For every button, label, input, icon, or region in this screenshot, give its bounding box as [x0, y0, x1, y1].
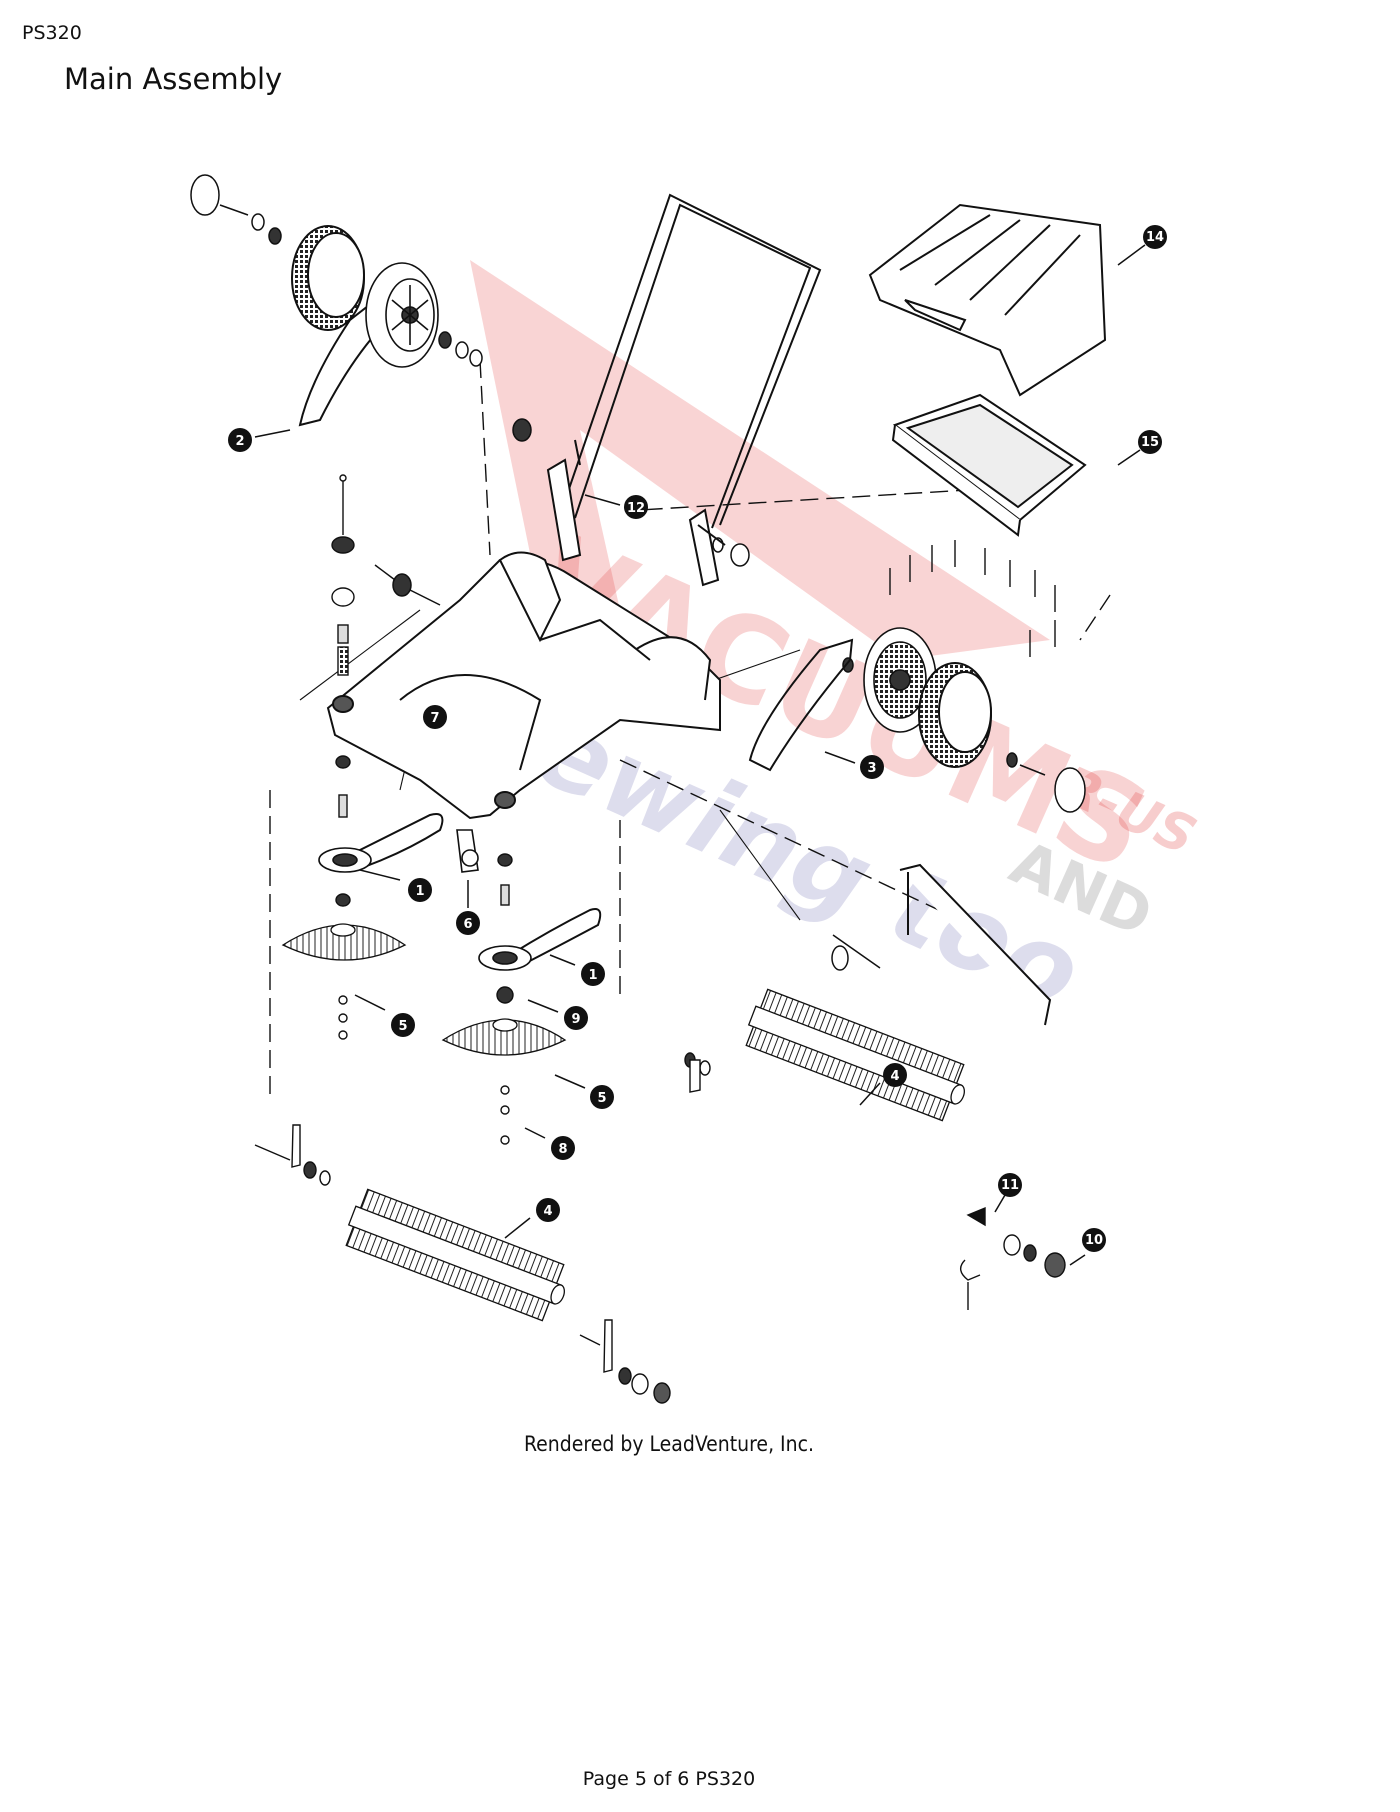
svg-text:5: 5: [398, 1019, 407, 1034]
watermark: [470, 260, 1050, 700]
svg-text:9: 9: [571, 1012, 580, 1027]
svg-text:12: 12: [627, 501, 645, 516]
nut: [831, 945, 849, 971]
nut: [512, 418, 532, 442]
side-brush-left: [281, 923, 407, 961]
washer: [455, 341, 469, 359]
caster-wheel: [456, 829, 479, 873]
callout-6: 6: [456, 880, 480, 935]
spindle-left: [331, 474, 355, 1040]
nut: [392, 573, 412, 597]
wheel-left-tire: [291, 225, 365, 331]
svg-text:3: 3: [867, 761, 876, 776]
callout-4a: 4: [859, 1063, 907, 1106]
page-footer: Page 5 of 6 PS320: [582, 1768, 756, 1790]
callout-1a: 1: [359, 869, 432, 902]
svg-text:5: 5: [597, 1091, 606, 1106]
svg-text:8: 8: [558, 1142, 567, 1157]
wheel-left-hub: [365, 262, 439, 368]
nut: [730, 543, 750, 567]
svg-text:4: 4: [543, 1204, 552, 1219]
callout-5a: 5: [354, 994, 415, 1037]
brush-pulleys: [318, 847, 532, 971]
main-brush-upper: [745, 988, 965, 1122]
callout-3: 3: [824, 751, 884, 779]
callout-14: 14: [1117, 225, 1167, 266]
callout-11: 11: [994, 1173, 1022, 1213]
nut: [842, 657, 854, 673]
callout-9: 9: [527, 999, 588, 1030]
callout-1b: 1: [549, 954, 605, 986]
callout-10: 10: [1069, 1228, 1106, 1266]
callout-12: 12: [584, 494, 648, 519]
washer: [251, 213, 265, 231]
nut: [268, 227, 282, 245]
callout-7: 7: [423, 705, 447, 729]
document-code: PS320: [22, 22, 82, 44]
wheel-right-tire: [918, 662, 992, 768]
svg-text:11: 11: [1001, 1178, 1019, 1193]
hopper-cover: [868, 203, 1107, 397]
svg-text:6: 6: [463, 917, 472, 932]
hopper-tray: [891, 393, 1087, 537]
watermark-red-chevron: [470, 260, 1050, 700]
handle-assembly: [546, 193, 822, 587]
hardware-parts: [190, 174, 1086, 971]
nut: [438, 331, 452, 349]
nut: [1006, 752, 1018, 768]
callout-5b: 5: [554, 1074, 614, 1109]
svg-text:4: 4: [890, 1069, 899, 1084]
svg-text:2: 2: [235, 434, 244, 449]
page-title: Main Assembly: [64, 62, 283, 96]
callout-15: 15: [1117, 430, 1162, 466]
hopper-screws: [889, 540, 1056, 657]
leader-lines: [269, 359, 1111, 1100]
brush-end-hardware: [254, 1052, 1066, 1404]
svg-text:14: 14: [1146, 230, 1164, 245]
svg-text:1: 1: [415, 884, 424, 899]
callout-2: 2: [228, 428, 291, 452]
end-cap: [1054, 767, 1086, 813]
svg-text:1: 1: [588, 968, 597, 983]
u-bracket: [899, 863, 1052, 1026]
side-brush-right: [441, 1018, 567, 1056]
svg-text:7: 7: [430, 711, 439, 726]
svg-text:10: 10: [1085, 1233, 1103, 1248]
washer: [469, 349, 483, 367]
svg-text:15: 15: [1141, 435, 1159, 450]
main-brush-lower: [345, 1188, 565, 1322]
callout-4b: 4: [504, 1198, 560, 1239]
callout-8: 8: [524, 1127, 575, 1160]
retaining-ring: [190, 174, 220, 216]
render-credit: Rendered by LeadVenture, Inc.: [524, 1432, 814, 1456]
main-housing: [326, 551, 721, 820]
